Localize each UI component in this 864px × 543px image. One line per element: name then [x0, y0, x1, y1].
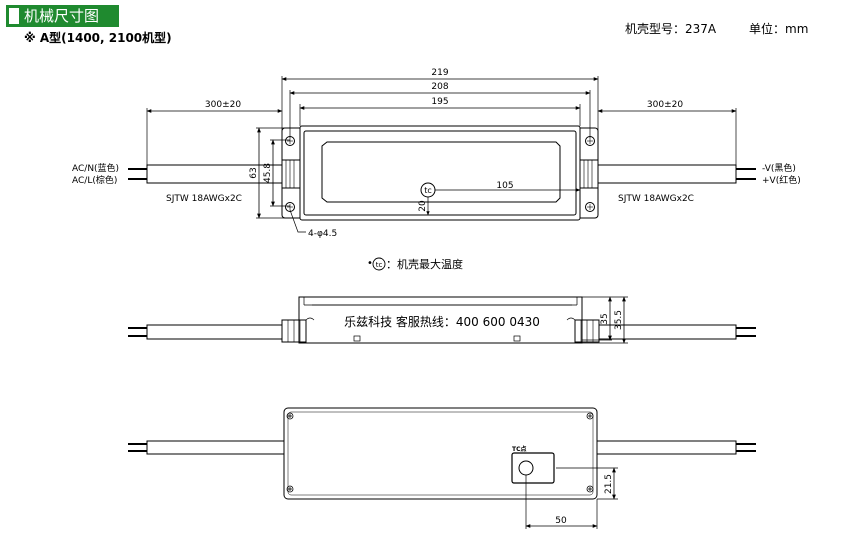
tc-offset-y-label: 20 — [418, 200, 428, 212]
side-height-total-label: 35.5 — [614, 310, 624, 330]
bottom-view-inner-outline — [287, 411, 594, 496]
input-wire-n-label: AC/N(蓝色) — [72, 162, 119, 174]
output-wire-neg-label: -V(黑色) — [762, 162, 796, 174]
bottom-view — [128, 407, 756, 529]
tc-test-point-icon — [518, 460, 534, 476]
tc-pad-label: TC点 — [512, 445, 527, 453]
side-view-labels: 乐兹科技 客服热线：400 600 0430 35 35.5 — [344, 310, 624, 330]
side-view-right-cable — [598, 324, 737, 340]
bottom-view-right-cable — [596, 440, 737, 455]
hole-spec-label: 4-φ4.5 — [308, 229, 337, 239]
section-title: 机械尺寸图 — [24, 7, 100, 25]
left-cable-gland — [281, 159, 301, 189]
cable-left-length-label: 300±20 — [205, 100, 241, 110]
top-view-dimension-lines — [146, 77, 737, 219]
dim-overall-label: 219 — [431, 68, 448, 78]
model-type-subtitle: ※ A型(1400, 2100机型) — [24, 31, 172, 45]
right-cable — [597, 164, 737, 184]
bottom-view-left-cable — [146, 440, 285, 455]
tc-note-symbol: tc — [376, 261, 383, 269]
tc-height-label: 21.5 — [604, 474, 614, 494]
cable-right-spec-label: SJTW 18AWGx2C — [618, 194, 694, 204]
header-square-icon — [9, 8, 19, 24]
dim-body-label: 195 — [431, 97, 448, 107]
bottom-view-mounting-holes — [286, 412, 594, 493]
left-wire-ends — [128, 168, 147, 180]
right-cable-gland — [579, 159, 599, 189]
tc-test-pad — [511, 452, 555, 484]
unit-label: 单位：mm — [749, 22, 809, 36]
case-model-label: 机壳型号：237A — [625, 22, 717, 36]
top-view-body — [299, 125, 581, 221]
top-view-labels: 219 208 195 300±20 300±20 63 45.8 105 20… — [72, 68, 801, 239]
output-wire-pos-label: +V(红色) — [762, 174, 801, 186]
right-wire-ends — [736, 168, 756, 180]
tc-symbol-label: tc — [424, 186, 432, 195]
tc-note-marker-icon — [372, 257, 386, 271]
tc-note: • tc ：机壳最大温度 — [367, 257, 463, 271]
dim-height-inner-label: 45.8 — [263, 163, 273, 183]
top-view — [128, 76, 756, 233]
left-cable — [146, 164, 283, 184]
cable-right-length-label: 300±20 — [647, 100, 683, 110]
mounting-holes — [285, 136, 595, 212]
section-header: 机械尺寸图 — [6, 5, 119, 27]
side-view — [128, 296, 756, 344]
top-view-window — [321, 141, 561, 203]
dim-height-outer-label: 63 — [249, 167, 259, 178]
cable-left-spec-label: SJTW 18AWGx2C — [166, 194, 242, 204]
tc-width-label: 50 — [555, 516, 567, 526]
tc-offset-x-label: 105 — [496, 181, 513, 191]
tc-note-text: ：机壳最大温度 — [386, 257, 463, 271]
top-view-body-inner — [303, 130, 577, 216]
hotline-text: 乐兹科技 客服热线：400 600 0430 — [344, 314, 540, 329]
side-view-left-cable — [146, 324, 283, 340]
hole-leader — [289, 209, 306, 233]
dim-mounting-label: 208 — [431, 82, 448, 92]
input-wire-l-label: AC/L(棕色) — [72, 174, 117, 186]
tc-note-bullet: • — [367, 258, 373, 269]
side-height-label: 35 — [600, 313, 610, 324]
bottom-view-labels: TC点 21.5 50 — [512, 445, 614, 526]
